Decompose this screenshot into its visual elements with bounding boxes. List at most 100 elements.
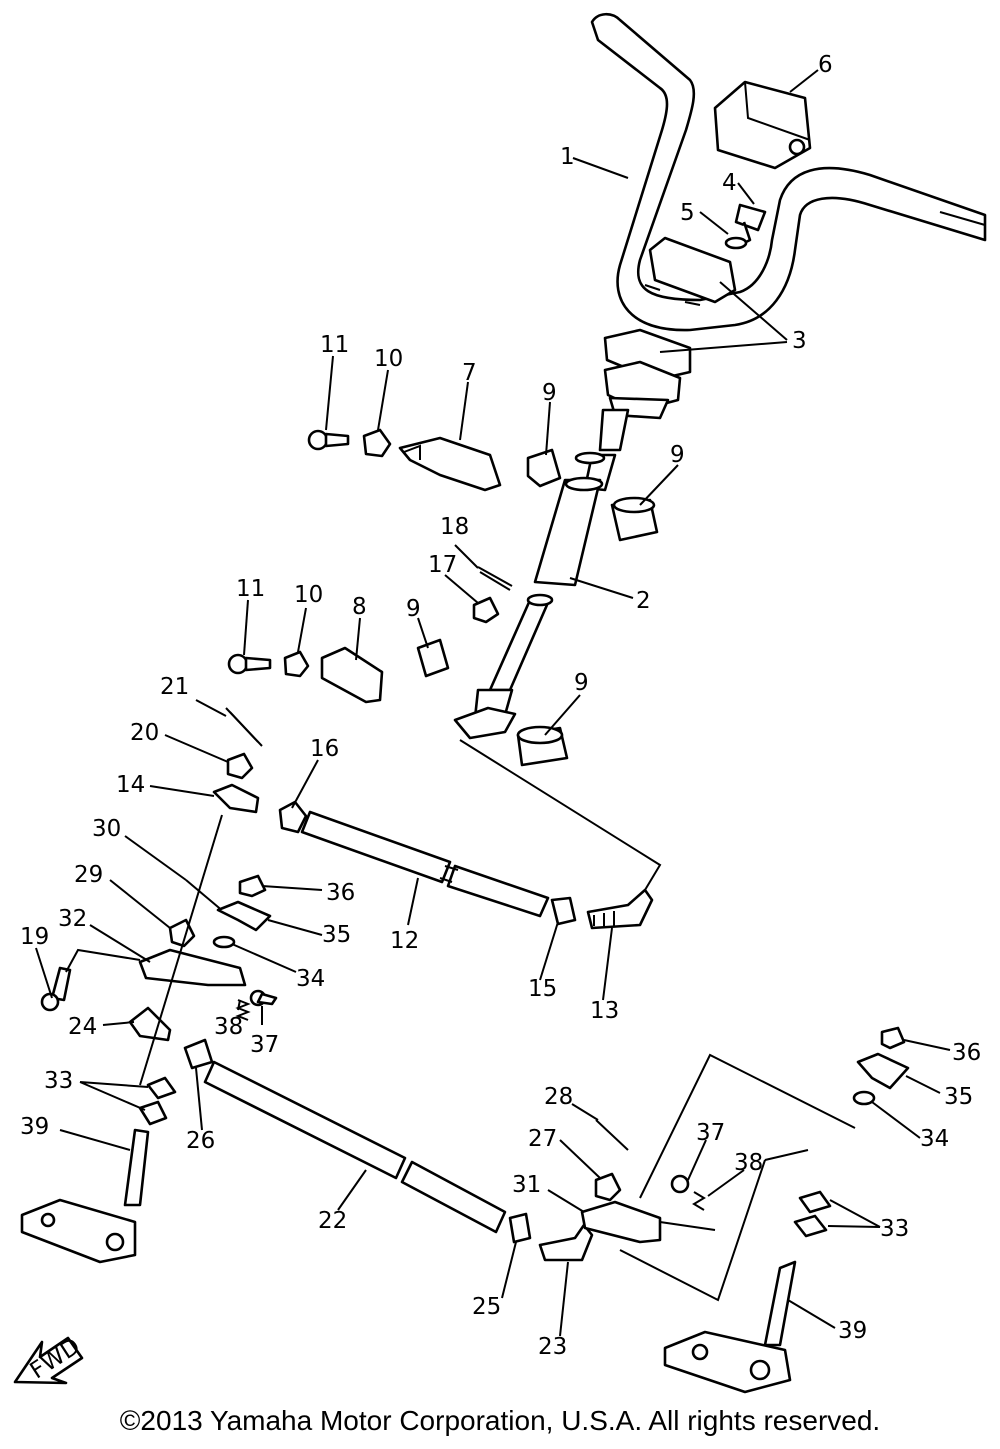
callout-36a: 36 (326, 880, 355, 906)
callout-37a: 37 (250, 1032, 279, 1058)
tie-rod-12 (300, 810, 550, 918)
cotter-pin-28 (595, 1119, 629, 1151)
callout-34b: 34 (920, 1126, 949, 1152)
spring-38b (692, 1191, 706, 1211)
leader-lines (35, 69, 951, 1337)
bushing-9a (526, 448, 562, 488)
washer-5 (724, 236, 748, 250)
callout-labels: 1 2 3 4 5 6 7 8 9 9 9 9 10 10 11 11 12 1… (20, 52, 981, 1360)
callout-22: 22 (318, 1208, 347, 1234)
callout-9a: 9 (542, 380, 557, 406)
callout-17: 17 (428, 552, 457, 578)
callout-39a: 39 (20, 1114, 49, 1140)
callout-24: 24 (68, 1014, 97, 1040)
callout-25: 25 (472, 1294, 501, 1320)
spring-38a (235, 999, 251, 1021)
handlebar (590, 12, 987, 332)
callout-11b: 11 (236, 576, 265, 602)
callout-36b: 36 (952, 1040, 981, 1066)
copyright-notice: ©2013 Yamaha Motor Corporation, U.S.A. A… (119, 1405, 881, 1436)
callout-38a: 38 (214, 1014, 243, 1040)
clip-33a (138, 1076, 177, 1126)
callout-28: 28 (544, 1084, 573, 1110)
callout-34a: 34 (296, 966, 325, 992)
callout-38b: 38 (734, 1150, 763, 1176)
callout-9d: 9 (574, 670, 589, 696)
nut-20 (226, 752, 254, 780)
callout-27: 27 (528, 1126, 557, 1152)
bolt-37b (670, 1174, 690, 1194)
callout-23: 23 (538, 1334, 567, 1360)
locknut-16 (278, 800, 308, 834)
callout-15: 15 (528, 976, 557, 1002)
locknut-25 (508, 1212, 532, 1244)
assembly-lines (65, 739, 856, 1302)
bolt-37a (249, 989, 278, 1007)
callout-6: 6 (818, 52, 833, 78)
bushing-9d (516, 725, 569, 767)
cotter-pin-30 (185, 879, 225, 913)
callout-30: 30 (92, 816, 121, 842)
callout-5: 5 (680, 200, 695, 226)
callout-13: 13 (590, 998, 619, 1024)
callout-2: 2 (636, 588, 651, 614)
nut-10a (362, 428, 392, 458)
callout-11a: 11 (320, 332, 349, 358)
nut-27 (594, 1172, 622, 1202)
nut-17 (472, 596, 500, 624)
steering-exploded-diagram: FWD (13, 12, 987, 1394)
callout-1: 1 (560, 144, 575, 170)
locknut-15 (550, 896, 577, 926)
tie-rod-end-13 (586, 888, 654, 930)
holder-35a (216, 900, 272, 932)
tie-rod-end-24 (128, 1006, 172, 1042)
fwd-arrow: FWD (13, 1333, 85, 1384)
callout-10a: 10 (374, 346, 403, 372)
bolt-19 (40, 966, 72, 1012)
callout-4: 4 (722, 170, 737, 196)
callout-26: 26 (186, 1128, 215, 1154)
nut-29 (168, 918, 196, 948)
callout-21: 21 (160, 674, 189, 700)
pitman-arm-31 (580, 1200, 662, 1244)
bolt-11a (307, 429, 350, 451)
washer-34a (212, 935, 236, 949)
nut-36b (880, 1026, 906, 1050)
cotter-pin-21 (225, 707, 263, 747)
callout-35b: 35 (944, 1084, 973, 1110)
callout-35a: 35 (322, 922, 351, 948)
washer-34b (852, 1090, 876, 1106)
knuckle-39a (20, 1128, 150, 1264)
callout-19: 19 (20, 924, 49, 950)
clip-33b (793, 1190, 832, 1238)
pitman-arm-32 (138, 948, 247, 987)
holder-35b (856, 1052, 910, 1090)
tie-rod-22 (203, 1060, 507, 1234)
callout-31: 31 (512, 1172, 541, 1198)
bolt-4 (734, 203, 767, 246)
callout-18: 18 (440, 514, 469, 540)
callout-32: 32 (58, 906, 87, 932)
bushing-9b (610, 496, 659, 542)
callout-12: 12 (390, 928, 419, 954)
callout-14: 14 (116, 772, 145, 798)
callout-3: 3 (792, 328, 807, 354)
cotter-pin-18 (477, 566, 513, 591)
tie-rod-end-14 (212, 783, 260, 814)
callout-20: 20 (130, 720, 159, 746)
callout-8: 8 (352, 594, 367, 620)
callout-33a: 33 (44, 1068, 73, 1094)
bolt-11b (227, 653, 272, 675)
column-holder-8 (320, 646, 384, 704)
callout-10b: 10 (294, 582, 323, 608)
tie-rod-end-23 (538, 1223, 594, 1262)
callout-33b: 33 (880, 1216, 909, 1242)
locknut-26 (183, 1038, 214, 1070)
callout-39b: 39 (838, 1318, 867, 1344)
column-holder-7 (398, 436, 502, 492)
knuckle-39b (663, 1260, 797, 1394)
upper-holder (713, 80, 812, 170)
nut-10b (283, 650, 310, 678)
bushing-9c (416, 638, 450, 678)
callout-29: 29 (74, 862, 103, 888)
